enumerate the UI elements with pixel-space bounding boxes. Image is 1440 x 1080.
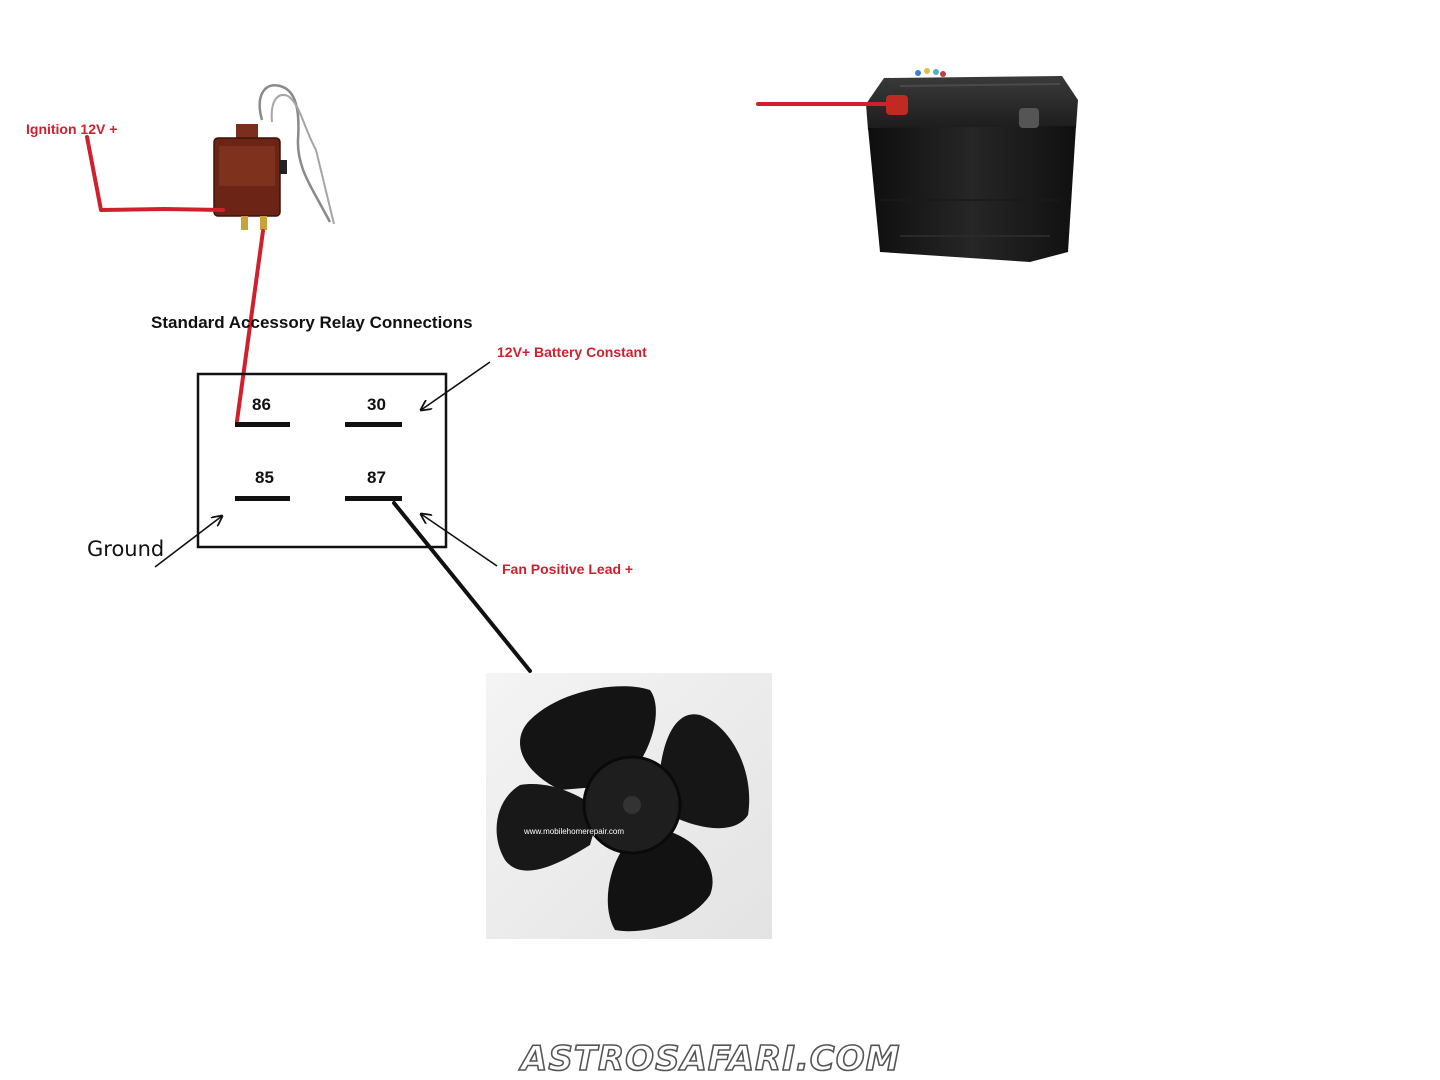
pin-87-terminal (345, 496, 402, 501)
callout-arrows (154, 361, 498, 568)
87-to-fan-wire (392, 501, 532, 673)
watermark-logo: ASTROSAFARI.COM (518, 1039, 900, 1079)
fan-positive-label: Fan Positive Lead + (502, 561, 633, 577)
thermostat-switch-icon (213, 84, 335, 230)
relay-box: 86 30 85 87 (196, 372, 448, 549)
wires (85, 102, 895, 673)
pin-85-terminal (235, 496, 290, 501)
ignition-label: Ignition 12V + (26, 121, 117, 137)
diagram-title: Standard Accessory Relay Connections (151, 313, 473, 332)
car-battery-icon (866, 68, 1078, 262)
fan-image-url: www.mobilehomerepair.com (523, 827, 624, 836)
ground-label: Ground (87, 537, 164, 561)
fan-blade-icon: www.mobilehomerepair.com (486, 673, 772, 939)
ignition-wire (85, 135, 225, 212)
pin-30-terminal (345, 422, 402, 427)
thermostat-to-86-wire (235, 229, 265, 423)
pin-86-label: 86 (252, 395, 271, 414)
pin-86-terminal (235, 422, 290, 427)
pin-87-label: 87 (367, 468, 386, 487)
pin-85-label: 85 (255, 468, 274, 487)
battery-constant-label: 12V+ Battery Constant (497, 344, 647, 360)
pin-30-label: 30 (367, 395, 386, 414)
